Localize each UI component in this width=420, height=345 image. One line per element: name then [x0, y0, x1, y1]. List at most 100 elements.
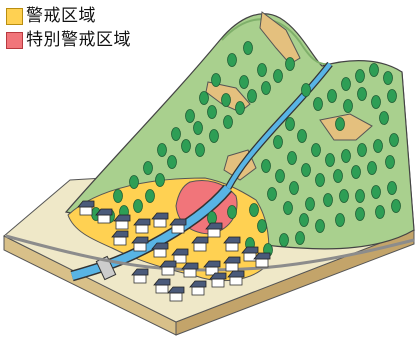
tree [247, 89, 257, 103]
house [151, 212, 169, 228]
houses-group [77, 200, 271, 302]
tree [343, 99, 353, 113]
tree [261, 81, 271, 95]
tree [357, 87, 367, 101]
legend-label-special-warning-zone: 特別警戒区域 [26, 30, 131, 50]
house [209, 272, 227, 288]
tree [143, 161, 153, 175]
house [205, 222, 223, 238]
tree [195, 143, 205, 157]
tree [275, 169, 285, 183]
tree [273, 69, 283, 83]
tree [207, 105, 217, 119]
house [95, 208, 113, 224]
tree [325, 153, 335, 167]
tree [279, 233, 289, 247]
tree [285, 117, 295, 131]
tree [323, 193, 333, 207]
tree [227, 205, 237, 219]
tree [243, 41, 253, 55]
house [111, 230, 129, 246]
house [189, 280, 207, 296]
house [159, 260, 177, 276]
legend-item-special-warning-zone: 特別警戒区域 [6, 28, 131, 52]
tree [335, 213, 345, 227]
tree [313, 97, 323, 111]
road [5, 234, 415, 272]
legend-item-warning-zone: 警戒区域 [6, 4, 131, 28]
tree [193, 121, 203, 135]
tree [257, 219, 267, 233]
tree [301, 83, 311, 97]
special-warning-zone-swatch [6, 31, 23, 49]
tree [311, 143, 321, 157]
house [169, 218, 187, 234]
tree [235, 101, 245, 115]
tree [301, 163, 311, 177]
tree [167, 155, 177, 169]
tree [209, 129, 219, 143]
tree [357, 143, 367, 157]
forest-trees [91, 41, 401, 257]
tree [385, 155, 395, 169]
tree [289, 181, 299, 195]
tree [239, 75, 249, 89]
legend-label-warning-zone: 警戒区域 [26, 6, 96, 26]
tree [315, 219, 325, 233]
house [153, 278, 171, 294]
house [227, 270, 245, 286]
house [203, 260, 221, 276]
house [77, 200, 95, 216]
tree [351, 165, 361, 179]
warning-zone-swatch [6, 7, 23, 25]
house [131, 236, 149, 252]
tree [297, 129, 307, 143]
tree [227, 53, 237, 67]
tree [285, 57, 295, 71]
tree [333, 169, 343, 183]
river-lower-water [70, 185, 232, 280]
tree [261, 159, 271, 173]
tree [383, 71, 393, 85]
house [151, 242, 169, 258]
tree [185, 109, 195, 123]
tree [367, 161, 377, 175]
tree [375, 205, 385, 219]
tree [273, 135, 283, 149]
tree [379, 111, 389, 125]
tree [129, 175, 139, 189]
house [253, 252, 271, 268]
tree [315, 173, 325, 187]
tree [369, 63, 379, 77]
tree [211, 73, 221, 87]
tree [341, 149, 351, 163]
house [223, 256, 241, 272]
tree [157, 143, 167, 157]
tree [305, 197, 315, 211]
tree [295, 231, 305, 245]
house [223, 236, 241, 252]
legend: 警戒区域 特別警戒区域 [6, 4, 131, 52]
tree [257, 63, 267, 77]
tree [355, 207, 365, 221]
tree [267, 187, 277, 201]
tree [299, 213, 309, 227]
tree [171, 127, 181, 141]
tree [327, 89, 337, 103]
tree [223, 115, 233, 129]
tree [335, 117, 345, 131]
tree [339, 189, 349, 203]
tree [133, 199, 143, 213]
house [171, 248, 189, 264]
tree [287, 151, 297, 165]
landslide-scar-3 [319, 113, 373, 141]
tree [387, 89, 397, 103]
house [181, 262, 199, 278]
tree [113, 189, 123, 203]
tree [283, 201, 293, 215]
tree [389, 133, 399, 147]
tree [371, 185, 381, 199]
tree [199, 91, 209, 105]
